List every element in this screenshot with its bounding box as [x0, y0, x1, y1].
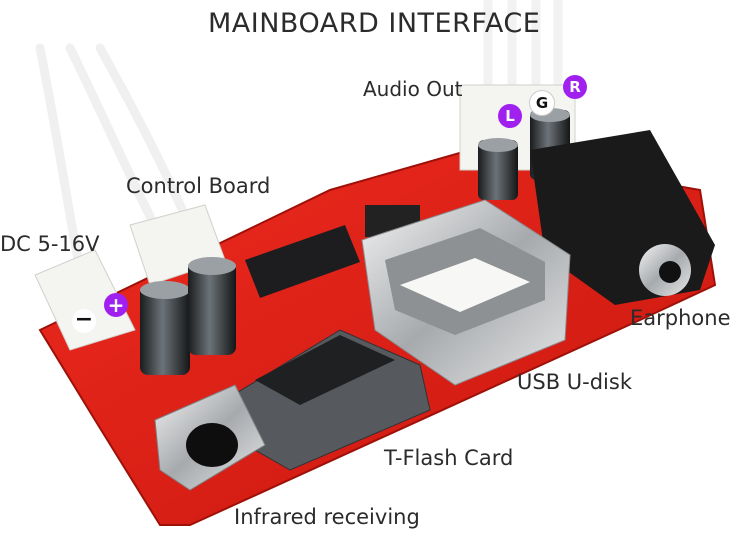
dc-connector [34, 249, 136, 351]
label-earphone: Earphone [630, 306, 731, 330]
label-tflash-card: T-Flash Card [384, 446, 514, 470]
page-title: MAINBOARD INTERFACE [208, 8, 541, 39]
earphone-jack [530, 130, 715, 305]
usb-port [361, 199, 571, 386]
label-dc-input: DC 5-16V [0, 232, 100, 256]
label-usb: USB U-disk [517, 370, 632, 394]
label-audio-out: Audio Out [363, 77, 463, 101]
ir-receiver [154, 384, 266, 491]
label-infrared-receiving: Infrared receiving [234, 505, 420, 529]
ic-chip [245, 225, 360, 298]
badge-plus: + [104, 293, 128, 317]
audio-wires [483, 0, 563, 100]
badge-minus: − [72, 309, 96, 333]
badge-ground: G [529, 90, 555, 116]
badge-left-channel: L [498, 104, 522, 128]
badge-right-channel: R [563, 75, 587, 99]
label-control-board: Control Board [126, 174, 271, 198]
